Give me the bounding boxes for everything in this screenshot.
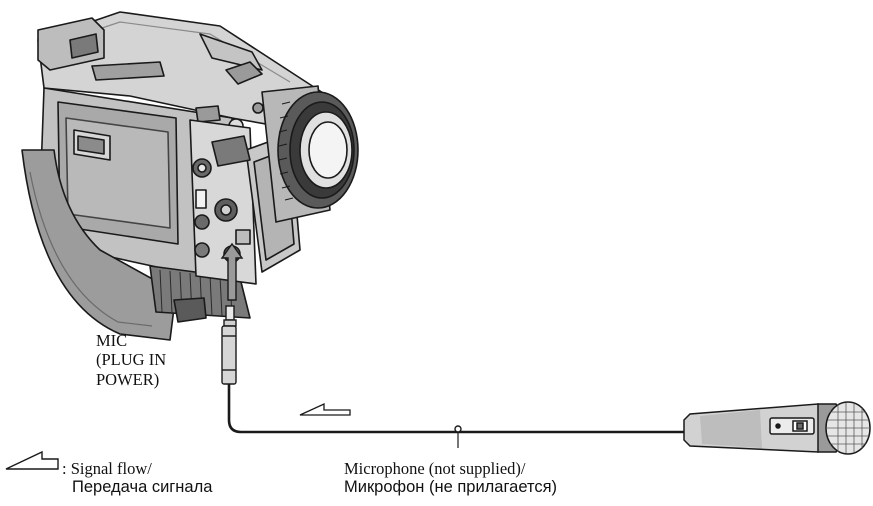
mic-jack-label-line2: (PLUG IN: [96, 350, 167, 370]
mic-plug: [221, 305, 237, 385]
mic-jack-label-line1: MIC: [96, 331, 128, 350]
mic-jack-label: MIC (PLUG IN POWER): [96, 331, 166, 389]
microphone-caption: Microphone (not supplied)/ Микрофон (не …: [344, 459, 557, 498]
signal-flow-arrow-icon: [299, 402, 351, 416]
legend-line-russian: Передача сигнала: [72, 478, 213, 497]
legend-line-english: : Signal flow/: [62, 459, 152, 478]
microphone-caption-russian: Микрофон (не прилагается): [344, 478, 557, 497]
mic-cable: [227, 384, 700, 434]
microphone-caption-english: Microphone (not supplied)/: [344, 459, 526, 478]
microphone-icon: [683, 401, 871, 455]
insert-arrow-icon: [220, 242, 244, 301]
cable-leader: [454, 425, 462, 448]
mic-jack-label-line3: POWER): [96, 369, 160, 389]
signal-flow-legend: : Signal flow/ Передача сигнала: [62, 459, 212, 498]
legend-arrow-icon: [5, 450, 59, 470]
camcorder-icon: [21, 11, 359, 341]
